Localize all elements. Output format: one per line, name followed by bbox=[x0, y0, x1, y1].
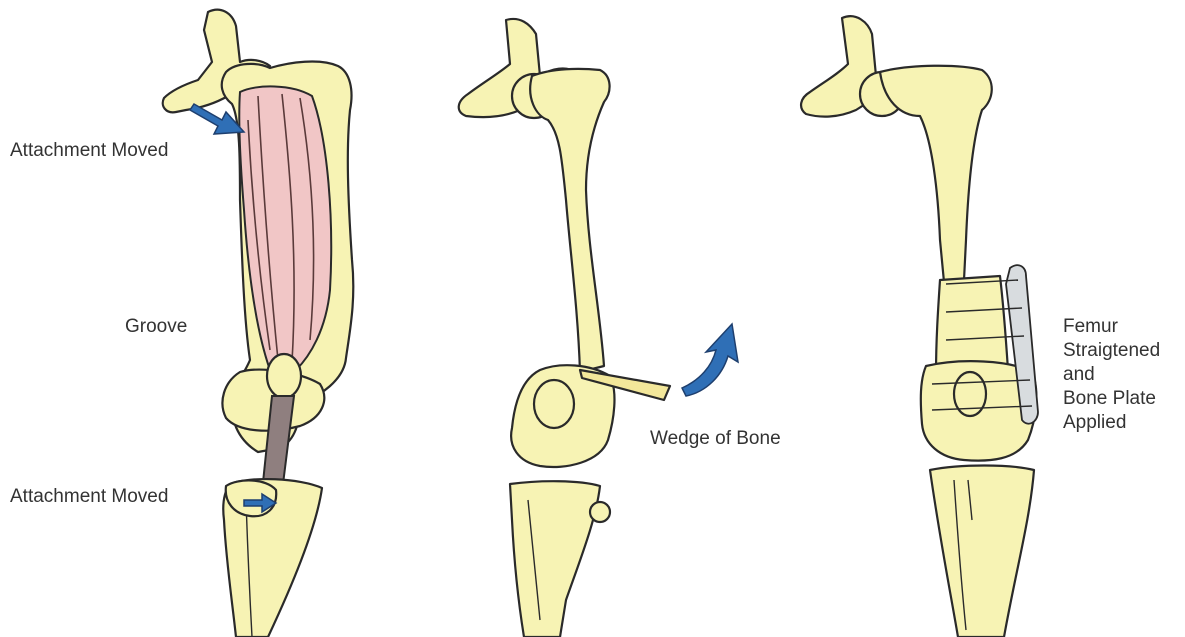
label-line-2: Straigtened bbox=[1063, 339, 1160, 363]
label-groove: Groove bbox=[125, 315, 187, 339]
patella bbox=[267, 354, 301, 398]
label-femur-straightened: Femur Straigtened and Bone Plate Applied bbox=[1063, 315, 1160, 435]
panel-2-femoral-osteotomy bbox=[459, 19, 738, 637]
label-line-4: Bone Plate bbox=[1063, 387, 1160, 411]
panel-1-muscle-transfer bbox=[163, 10, 354, 637]
femur-bone bbox=[880, 66, 992, 282]
label-line-1: Femur bbox=[1063, 315, 1160, 339]
panel-3-straightened-femur bbox=[801, 16, 1038, 637]
label-attachment-moved-bottom: Attachment Moved bbox=[10, 485, 168, 509]
rotation-arrow-icon bbox=[682, 324, 738, 396]
fibula-head bbox=[590, 502, 610, 522]
label-attachment-moved-top: Attachment Moved bbox=[10, 139, 168, 163]
label-line-5: Applied bbox=[1063, 411, 1160, 435]
tibia-bone bbox=[510, 481, 600, 637]
label-line-3: and bbox=[1063, 363, 1160, 387]
femur-bone bbox=[530, 69, 609, 372]
femoral-condyle bbox=[534, 380, 574, 428]
femur-shaft-lower bbox=[936, 276, 1008, 374]
tibia-bone bbox=[930, 466, 1034, 637]
label-wedge-of-bone: Wedge of Bone bbox=[650, 427, 781, 451]
